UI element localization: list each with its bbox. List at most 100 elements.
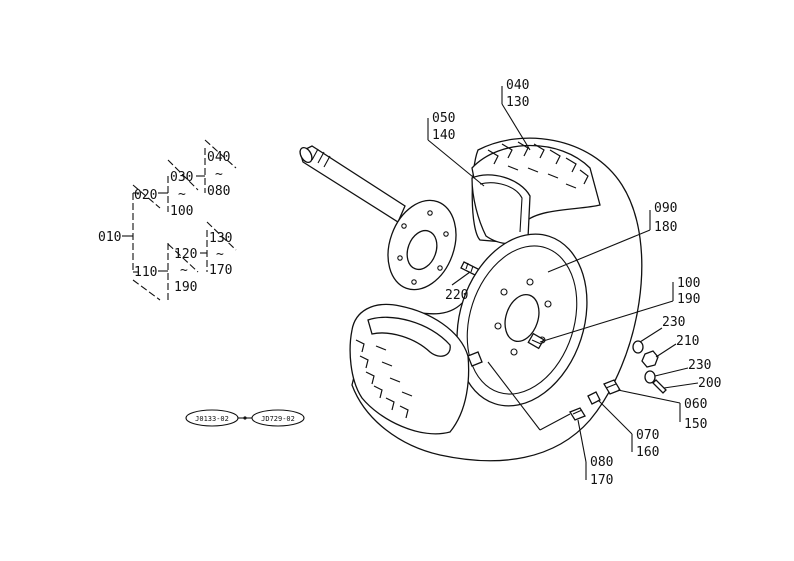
- callout-160: 160: [636, 445, 659, 460]
- rim-bolt-hole-4: [510, 348, 518, 356]
- tree-group-b-sub-label: 120: [174, 247, 197, 262]
- callout-230-lower: 230: [688, 358, 711, 373]
- inner-tube-lower: [367, 316, 451, 357]
- tree-group-a-range-mark: ~: [178, 187, 186, 202]
- valve-nut-080-thread: [572, 409, 583, 415]
- tread-lower-lug-6: [399, 405, 409, 419]
- axle-spline-mark-1: [311, 148, 319, 161]
- axle-shaft: [299, 145, 406, 223]
- callout-210: 210: [676, 334, 699, 349]
- reference-right-label: JD729-02: [261, 415, 295, 423]
- tree-group-b-shadow: [132, 279, 161, 301]
- tree-group-b-sub-end-label: 190: [174, 280, 197, 295]
- hub-bolt-hole-6: [401, 223, 407, 229]
- valve-cap-060-thread: [605, 383, 617, 389]
- leader-valve-rim: [539, 413, 571, 431]
- hardware-parts: [569, 340, 667, 421]
- hub-flange-center: [406, 229, 438, 271]
- tread-lug-2: [501, 143, 513, 159]
- reference-left-label: J0133-02: [195, 415, 229, 423]
- reference-connector-dot: [243, 416, 247, 420]
- tread-lower-lug-2: [359, 355, 369, 369]
- tread-lug-9: [527, 167, 539, 173]
- callout-140: 140: [432, 128, 455, 143]
- leader-220: [451, 271, 471, 286]
- tread-lower-lug-4: [373, 385, 383, 399]
- tree-group-a-shadow: [132, 184, 161, 209]
- callout-200: 200: [698, 376, 721, 391]
- tread-lug-7: [579, 169, 589, 185]
- callout-190: 190: [677, 292, 700, 307]
- reference-oval-right: [251, 409, 305, 427]
- axle-spline-mark-2: [317, 151, 325, 164]
- callout-130: 130: [506, 95, 529, 110]
- rim-disc-inner-ring: [466, 245, 578, 395]
- callout-080: 080: [590, 455, 613, 470]
- callout-180: 180: [654, 220, 677, 235]
- axle-spline-mark-3: [323, 155, 331, 168]
- tree-group-b-sub-shadow: [167, 243, 199, 273]
- tread-lower-lug-5: [385, 397, 395, 411]
- tree-group-a-leaf-shadow: [204, 139, 237, 169]
- callout-060: 060: [684, 397, 707, 412]
- tree-group-a-leaf-end-label: 080: [207, 184, 230, 199]
- tree-group-a-leaf-range-mark: ~: [215, 167, 223, 182]
- hub-bolt-hole-2: [443, 231, 449, 237]
- leader-040-130: [501, 103, 531, 151]
- tread-lower-lug-9: [389, 377, 401, 383]
- tree-root-label: 010: [98, 230, 121, 245]
- callout-230-upper: 230: [662, 315, 685, 330]
- rim-bolt-hole-5: [494, 322, 502, 330]
- leader-210: [655, 343, 677, 358]
- leader-valve-tube: [487, 361, 541, 431]
- tire-tread-top: [487, 141, 589, 189]
- leader-080-170: [577, 419, 587, 463]
- tree-group-a-leaf-start-label: 040: [207, 150, 230, 165]
- tread-lower-lug-8: [381, 361, 393, 367]
- tread-lug-8: [507, 165, 519, 171]
- callout-070: 070: [636, 428, 659, 443]
- assembly-tree: 010 020 030 ~ 100 040 ~ 080 110 120 ~ 19…: [98, 139, 237, 301]
- bolt-200: [652, 379, 667, 394]
- tree-group-b-leaf-range-mark: ~: [216, 247, 224, 262]
- washer-230-upper: [632, 340, 644, 354]
- callout-220: 220: [445, 288, 468, 303]
- washer-230-lower: [644, 370, 656, 384]
- wheel-stud-thread-1: [465, 262, 469, 270]
- tread-lug-6: [565, 157, 577, 173]
- tread-lower-lug-7: [375, 345, 387, 351]
- leader-050-140: [427, 139, 485, 187]
- hub-bolt-hole-1: [427, 210, 433, 216]
- leader-090-180: [547, 229, 651, 273]
- rim-bolt-hole-2: [544, 300, 552, 308]
- tree-group-b-leaf-shadow: [206, 221, 237, 251]
- rim-bolt-hole-6: [500, 288, 508, 296]
- tree-group-b-leaf-start-label: 130: [209, 231, 232, 246]
- wheel-stud-thread-2: [470, 265, 474, 273]
- callout-050: 050: [432, 111, 455, 126]
- tread-lower-lug-10: [401, 391, 413, 397]
- hub-bolt-hole-3: [437, 265, 443, 271]
- tread-lower-lug-1: [355, 339, 365, 353]
- inner-tube-upper-edge: [479, 182, 523, 233]
- rim-valve-plate: [527, 332, 545, 350]
- tire-assembly: [349, 137, 643, 462]
- nut-210: [641, 350, 659, 368]
- tree-group-b-range-mark: ~: [180, 263, 188, 278]
- valve-nut-080: [569, 407, 586, 421]
- hub-flange: [387, 199, 457, 291]
- rim-center-hole: [504, 293, 540, 343]
- leader-070-160: [597, 399, 633, 435]
- callout-090: 090: [654, 201, 677, 216]
- tread-lug-3: [517, 141, 529, 157]
- tread-lug-1: [487, 149, 499, 165]
- tree-group-b-leaf-end-label: 170: [209, 263, 232, 278]
- tire-tread-lower: [355, 339, 413, 419]
- tree-group-a-sub-end-label: 100: [170, 204, 193, 219]
- callout-100: 100: [677, 276, 700, 291]
- callouts: 040 130 050 140 090 180 100 190 220 230 …: [427, 78, 721, 488]
- tree-group-a-sub-label: 030: [170, 170, 193, 185]
- tree-group-a-sub-shadow: [167, 159, 199, 191]
- rim-valve-plate-mark: [531, 339, 542, 345]
- leader-230-upper: [639, 327, 663, 343]
